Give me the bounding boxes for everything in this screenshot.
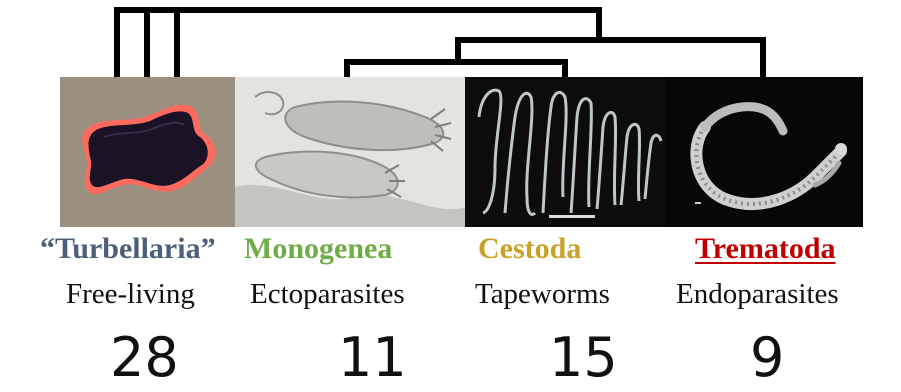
monogenea-photo xyxy=(235,77,465,227)
group-name-turbellaria: “Turbellaria” xyxy=(40,231,216,267)
cestoda-photo xyxy=(465,77,665,227)
species-count-turbellaria: 28 xyxy=(110,326,179,390)
species-count-monogenea: 11 xyxy=(338,326,407,390)
group-description-cestoda: Tapeworms xyxy=(475,276,610,312)
group-description-monogenea: Ectoparasites xyxy=(250,276,405,312)
group-description-trematoda: Endoparasites xyxy=(676,276,839,312)
tree-root-branch xyxy=(117,10,599,82)
group-description-turbellaria: Free-living xyxy=(66,276,195,312)
group-name-monogenea: Monogenea xyxy=(244,231,392,267)
group-name-trematoda: Trematoda xyxy=(695,231,836,267)
species-count-cestoda: 15 xyxy=(549,326,618,390)
trematoda-photo xyxy=(665,77,863,227)
turbellaria-photo xyxy=(60,77,235,227)
group-name-cestoda: Cestoda xyxy=(478,231,581,267)
species-count-trematoda: 9 xyxy=(750,326,784,390)
